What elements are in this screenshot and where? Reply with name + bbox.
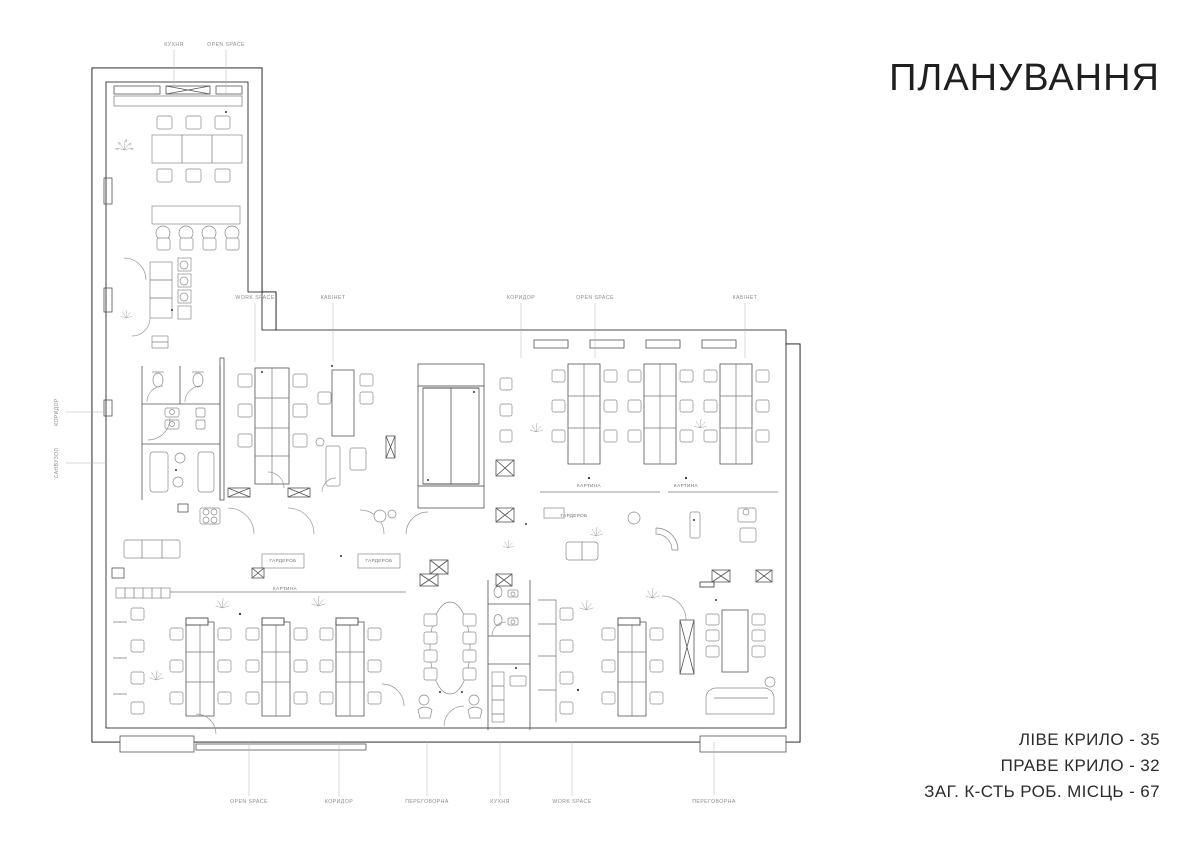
floor-plan-svg: КУХНЯ OPEN SPACE WORK SPACE КАБІНЕТ КОРИ… <box>54 42 801 805</box>
label-meeting-bottom-left: ПЕРЕГОВОРНА <box>405 799 449 805</box>
zone-open-space-bottom-left <box>113 587 406 753</box>
label-corridor-left: КОРИДОР <box>54 398 60 426</box>
window-marks <box>111 503 265 579</box>
label-wardrobe-2: ГАРДЕРОБ <box>366 558 393 563</box>
legend-block: ЛІВЕ КРИЛО - 35 ПРАВЕ КРИЛО - 32 ЗАГ. К-… <box>924 727 1160 805</box>
zone-cabinet-mid-left <box>315 365 396 493</box>
zone-corridor-mid <box>495 377 515 523</box>
page-title: ПЛАНУВАННЯ <box>889 57 1160 100</box>
floor-plan-drawing: КУХНЯ OPEN SPACE WORK SPACE КАБІНЕТ КОРИ… <box>54 42 801 805</box>
label-kitchen-top: КУХНЯ <box>164 42 184 48</box>
label-meeting-bottom-right: ПЕРЕГОВОРНА <box>692 799 736 805</box>
zone-central-corridor <box>123 507 773 583</box>
label-wardrobe-1: ГАРДЕРОБ <box>270 558 297 563</box>
label-open-space-bottom: OPEN SPACE <box>230 799 268 805</box>
label-work-space-bottom: WORK SPACE <box>552 799 591 805</box>
legend-line-left-wing: ЛІВЕ КРИЛО - 35 <box>1018 730 1160 749</box>
label-corridor-mid: КОРИДОР <box>507 295 535 301</box>
zone-open-space-right <box>529 339 778 493</box>
zone-kitchen-top <box>103 85 243 205</box>
label-picture-3: КАРТИНА <box>273 586 297 591</box>
zone-wc-left <box>103 287 221 500</box>
label-work-space-mid-left: WORK SPACE <box>235 295 274 301</box>
label-wardrobe-inner: ГАРДЕРОБ <box>561 513 588 518</box>
label-cabinet-mid-right: КАБІНЕТ <box>733 295 758 301</box>
legend-line-right-wing: ПРАВЕ КРИЛО - 32 <box>1000 756 1160 775</box>
plan-labels: КУХНЯ OPEN SPACE WORK SPACE КАБІНЕТ КОРИ… <box>54 42 758 805</box>
label-leader-lines <box>66 50 746 796</box>
label-open-space-mid-right: OPEN SPACE <box>576 295 614 301</box>
label-picture-2: КАРТИНА <box>674 483 698 488</box>
zone-meeting-bottom-left <box>417 573 483 727</box>
zone-kitchen-wc-bottom <box>487 573 531 730</box>
label-corridor-bottom: КОРИДОР <box>325 799 353 805</box>
label-cabinet-mid-left: КАБІНЕТ <box>321 295 346 301</box>
zone-stair-core <box>417 363 485 509</box>
legend-line-total: ЗАГ. К-СТЬ РОБ. МІСЦЬ - 67 <box>924 782 1160 801</box>
zone-work-space-mid-left <box>219 357 311 501</box>
zone-open-space-top <box>120 205 241 349</box>
zone-meeting-bottom-right <box>699 581 787 753</box>
label-picture-1: КАРТИНА <box>577 483 601 488</box>
zone-work-space-bottom-right <box>538 588 695 722</box>
label-wc-left: САНВУЗОЛ <box>54 448 60 478</box>
label-kitchen-bottom: КУХНЯ <box>490 799 510 805</box>
label-open-space-top: OPEN SPACE <box>207 42 245 48</box>
